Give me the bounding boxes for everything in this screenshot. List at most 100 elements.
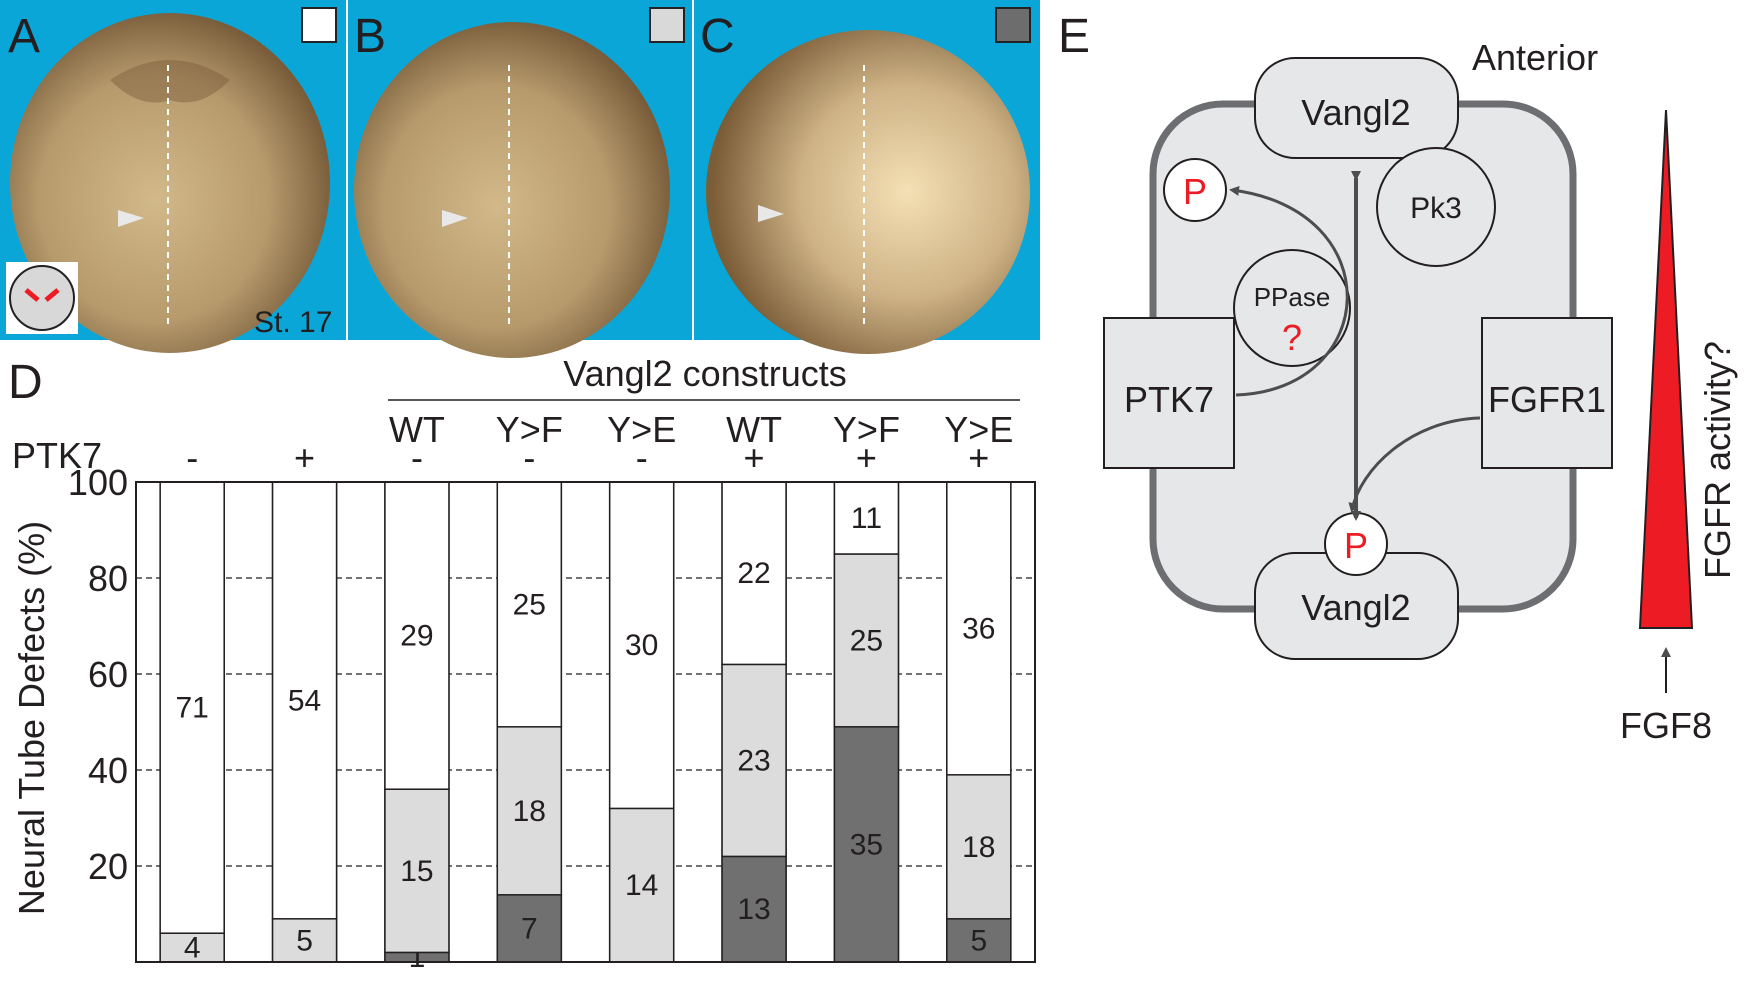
row-label-ptk7: PTK7 [12, 435, 102, 476]
stage-label: St. 17 [254, 306, 332, 339]
bar-value-label: 29 [400, 620, 433, 653]
bar-value-label: 14 [625, 869, 658, 902]
bar-segment [721, 481, 787, 666]
construct-label: Y>E [944, 409, 1013, 450]
neural-fold-shading [110, 60, 230, 103]
bar-segment [384, 788, 450, 954]
bar-segment [608, 807, 675, 963]
embryo-image [706, 30, 1030, 354]
construct-label: WT [389, 409, 445, 450]
category-labels: -+WT-Y>F-Y>E-WT+Y>F+Y>E+ [186, 409, 1013, 478]
ptk7-sign-label: + [968, 437, 989, 478]
y-axis-label: Neural Tube Defects (%) [11, 521, 52, 915]
arrow-marker-icon [758, 205, 784, 222]
bar-value-label: 22 [737, 557, 770, 590]
bar-segment [833, 481, 900, 555]
bar-value-label: 25 [850, 624, 883, 657]
fgfr1-box [1481, 317, 1613, 469]
bar-segment [721, 663, 787, 858]
bar-value-label: 13 [737, 893, 770, 926]
ptk7-sign-label: + [294, 437, 315, 478]
bar-segment [946, 481, 1012, 776]
y-tick-label: 100 [68, 462, 128, 503]
bar-segment [271, 481, 338, 920]
pk3-label: Pk3 [1410, 192, 1462, 225]
construct-label: Y>F [833, 409, 900, 450]
ppase-question-mark: ? [1282, 317, 1302, 358]
construct-label: Y>E [607, 409, 676, 450]
embryo-schematic-icon [9, 265, 75, 331]
bar-segment [608, 481, 675, 810]
y-tick-label: 80 [88, 558, 128, 599]
chart-header: Vangl2 constructs [563, 353, 846, 394]
bar-value-label: 35 [850, 828, 883, 861]
bar-segment [496, 894, 563, 963]
panel-e: E Anterior Vangl2 Pk3 PPase ? P PTK7 FGF… [1058, 10, 1738, 746]
color-swatch [301, 7, 337, 43]
fgf8-label: FGF8 [1620, 705, 1712, 746]
panel-a: A St. 17 [0, 0, 346, 353]
red-arrows-icon [24, 288, 60, 302]
embryo-image [10, 13, 330, 353]
y-tick-label: 40 [88, 750, 128, 791]
arrow-marker-icon [442, 210, 468, 227]
panel-label: C [700, 10, 735, 63]
ptk7-label: PTK7 [1124, 379, 1214, 420]
bar-value-label: 36 [962, 612, 995, 645]
bar-value-label: 71 [176, 692, 209, 725]
panel-label: B [354, 10, 386, 63]
bar-value-label: 15 [400, 855, 433, 888]
vangl2-top-label: Vangl2 [1301, 92, 1410, 133]
panel-b: B [348, 0, 692, 358]
fgfr-activity-label: FGFR activity? [1697, 341, 1738, 579]
bar-value-label: 11 [851, 502, 882, 535]
arrow-marker-icon [118, 210, 144, 227]
bar-value-label: 5 [296, 924, 313, 957]
bar-segment [946, 774, 1012, 920]
y-tick-label: 20 [88, 846, 128, 887]
embryo-image [354, 22, 670, 358]
bar-value-label: 4 [184, 932, 201, 965]
ptk7-sign-label: - [523, 437, 535, 478]
bar-value-label: 25 [513, 588, 546, 621]
panel-d: D Vangl2 constructs PTK7 Neural Tube Def… [8, 353, 1036, 974]
bar-value-label: 7 [521, 912, 538, 945]
fgfr-gradient-wedge [1638, 109, 1694, 629]
ptk7-box [1103, 317, 1235, 469]
vangl2-top-box [1254, 57, 1459, 159]
construct-label: WT [726, 409, 782, 450]
ptk7-sign-label: - [411, 437, 423, 478]
bar-value-label: 18 [513, 795, 546, 828]
anterior-label: Anterior [1472, 37, 1598, 78]
color-swatch [995, 7, 1031, 43]
fgfr1-to-vangl2-arrow [1348, 416, 1481, 513]
panel-label: D [8, 356, 43, 409]
bar-segment [833, 553, 900, 728]
pk3-circle [1376, 147, 1496, 267]
bar-value-label: 30 [625, 629, 658, 662]
grid-lines [136, 577, 1035, 867]
panel-label: E [1058, 10, 1090, 63]
phospho-bottom-label: P [1344, 525, 1368, 566]
bar-value-label: 54 [288, 684, 321, 717]
fgfr1-label: FGFR1 [1488, 379, 1606, 420]
bar-segment [496, 726, 563, 896]
ppase-label: PPase [1254, 282, 1331, 312]
bar-segment [271, 918, 338, 963]
bar-value-label: 18 [962, 831, 995, 864]
bar-segment [159, 481, 225, 934]
ptk7-sign-label: - [186, 437, 198, 478]
ptk7-sign-label: + [744, 437, 765, 478]
bar-value-label: 23 [737, 744, 770, 777]
phospho-circle-top [1163, 158, 1227, 222]
bar-value-label: 5 [970, 924, 987, 957]
panel-c: C [694, 0, 1040, 354]
phospho-top-label: P [1183, 171, 1207, 212]
ppase-circle [1233, 249, 1351, 367]
ptk7-sign-label: - [636, 437, 648, 478]
color-swatch [649, 7, 685, 43]
